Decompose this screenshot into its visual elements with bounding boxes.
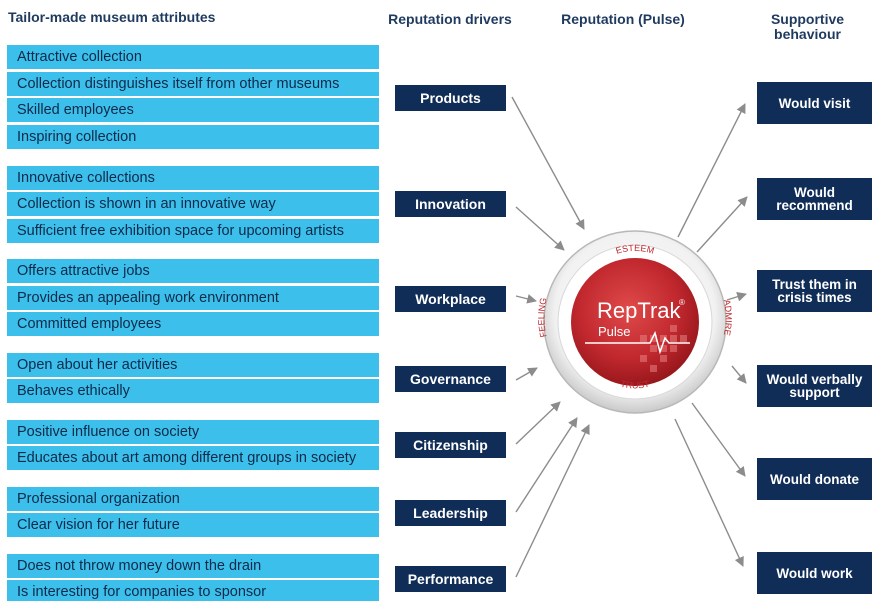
pulse-logo-main: RepTrak: [597, 298, 682, 323]
attribute-item: Committed employees: [7, 312, 379, 336]
attribute-item: Collection distinguishes itself from oth…: [7, 72, 379, 96]
arrow-verbal: [731, 365, 747, 384]
driver-performance: Performance: [395, 566, 506, 592]
behaviour-trust-crisis: Trust them in crisis times: [757, 270, 872, 312]
pulse-label-top: ESTEEM: [615, 243, 656, 256]
attribute-item: Inspiring collection: [7, 125, 379, 149]
pulse-header: Reputation (Pulse): [561, 11, 685, 27]
arrow-performance: [515, 424, 590, 578]
pulse-label-bottom: TRUST: [620, 378, 651, 390]
attribute-item: Innovative collections: [7, 166, 379, 190]
behaviour-would-donate: Would donate: [757, 458, 872, 500]
pulse-label-left: FEELING: [536, 297, 548, 339]
arrow-recommend: [696, 196, 748, 253]
pulse-red-core: [571, 258, 699, 386]
pulse-label-right: ADMIRE: [722, 299, 734, 337]
arrow-donate: [691, 402, 746, 477]
driver-governance: Governance: [395, 366, 506, 392]
arrow-citizenship: [515, 401, 561, 445]
behaviour-would-recommend: Would recommend: [757, 178, 872, 220]
arrow-innovation: [515, 206, 565, 251]
driver-leadership: Leadership: [395, 500, 506, 526]
arrow-crisis: [726, 291, 747, 302]
behaviour-header: Supportive behaviour: [770, 11, 845, 42]
attribute-item: Positive influence on society: [7, 420, 379, 444]
drivers-header: Reputation drivers: [388, 11, 512, 27]
behaviour-verbal-support: Would verbally support: [757, 365, 872, 407]
attribute-item: Offers attractive jobs: [7, 259, 379, 283]
attributes-header: Tailor-made museum attributes: [8, 9, 216, 25]
attribute-item: Open about her activities: [7, 353, 379, 377]
attribute-item: Sufficient free exhibition space for upc…: [7, 219, 379, 243]
arrow-governance: [515, 367, 538, 381]
attribute-item: Does not throw money down the drain: [7, 554, 379, 578]
attribute-item: Educates about art among different group…: [7, 446, 379, 470]
arrow-leadership: [515, 417, 578, 513]
arrow-workplace: [515, 294, 537, 304]
attribute-item: Skilled employees: [7, 98, 379, 122]
attribute-item: Is interesting for companies to sponsor: [7, 580, 379, 601]
driver-citizenship: Citizenship: [395, 432, 506, 458]
attribute-item: Attractive collection: [7, 45, 379, 69]
attribute-item: Provides an appealing work environment: [7, 286, 379, 310]
attribute-item: Collection is shown in an innovative way: [7, 192, 379, 216]
behaviour-would-work: Would work: [757, 552, 872, 594]
arrow-products: [511, 96, 585, 230]
driver-workplace: Workplace: [395, 286, 506, 312]
pulse-logo-sub: Pulse: [598, 324, 631, 339]
pulse-heartbeat-line: [585, 330, 690, 355]
attribute-item: Behaves ethically: [7, 379, 379, 403]
behaviour-would-visit: Would visit: [757, 82, 872, 124]
arrow-work: [674, 418, 744, 567]
driver-innovation: Innovation: [395, 191, 506, 217]
pulse-logo-mark: ®: [679, 298, 685, 307]
driver-products: Products: [395, 85, 506, 111]
attribute-item: Professional organization: [7, 487, 379, 511]
pulse-pixel-pattern: [640, 325, 687, 372]
arrow-visit: [677, 103, 746, 238]
attribute-item: Clear vision for her future: [7, 513, 379, 537]
